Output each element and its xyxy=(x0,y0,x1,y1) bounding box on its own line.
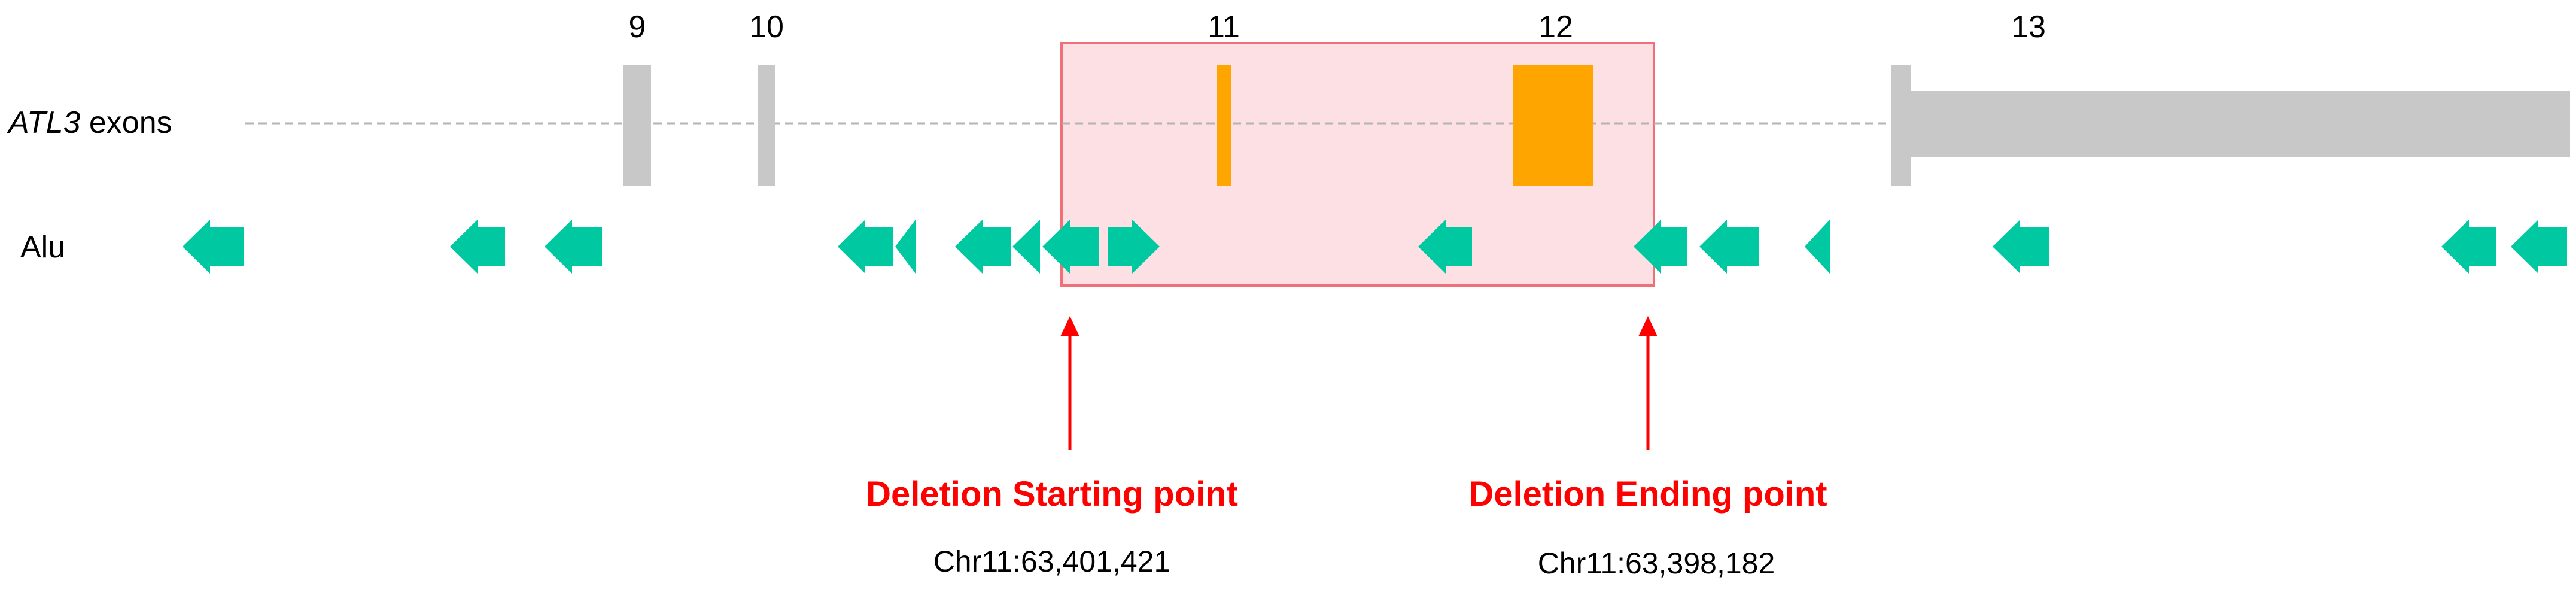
alu-element xyxy=(2511,220,2567,274)
exon-number-13: 13 xyxy=(2011,10,2046,44)
exon-number-10: 10 xyxy=(749,10,784,44)
alu-element xyxy=(838,220,893,274)
alu-element xyxy=(183,220,244,274)
gene-name: ATL3 xyxy=(7,105,81,140)
exon-11-block xyxy=(1217,65,1231,186)
alu-element xyxy=(1012,220,1040,274)
exon-13-block-start xyxy=(1891,65,1911,186)
alu-element xyxy=(895,220,916,274)
alu-track xyxy=(183,220,2567,274)
exon-10-block xyxy=(758,65,775,186)
deletion-end-coord: Chr11:63,398,182 xyxy=(1538,547,1775,580)
exon-number-9: 9 xyxy=(629,10,646,44)
deletion-end-label: Deletion Ending point xyxy=(1468,475,1827,514)
exon-9-block xyxy=(623,65,651,186)
alu-element xyxy=(1699,220,1759,274)
exon-12-block xyxy=(1513,65,1593,186)
alu-track-label: Alu xyxy=(20,230,65,265)
alu-element xyxy=(1042,220,1099,274)
exon-number-12: 12 xyxy=(1538,10,1573,44)
alu-element xyxy=(1805,220,1830,274)
deletion-start-label: Deletion Starting point xyxy=(866,475,1238,514)
alu-element xyxy=(1634,220,1687,274)
alu-element xyxy=(2441,220,2496,274)
alu-element xyxy=(1993,220,2049,274)
exons-word: exons xyxy=(80,105,172,140)
deletion-start-arrow-head xyxy=(1060,316,1079,336)
exons-track-label: ATL3 exons xyxy=(7,105,172,140)
exon-number-11: 11 xyxy=(1208,10,1240,44)
alu-element xyxy=(1108,220,1160,274)
alu-element xyxy=(450,220,505,274)
exon-13-block xyxy=(1911,91,2570,157)
alu-element xyxy=(545,220,602,274)
deletion-start-coord: Chr11:63,401,421 xyxy=(933,545,1171,578)
alu-element xyxy=(1418,220,1472,274)
alu-element xyxy=(955,220,1011,274)
deletion-end-arrow-head xyxy=(1638,316,1657,336)
